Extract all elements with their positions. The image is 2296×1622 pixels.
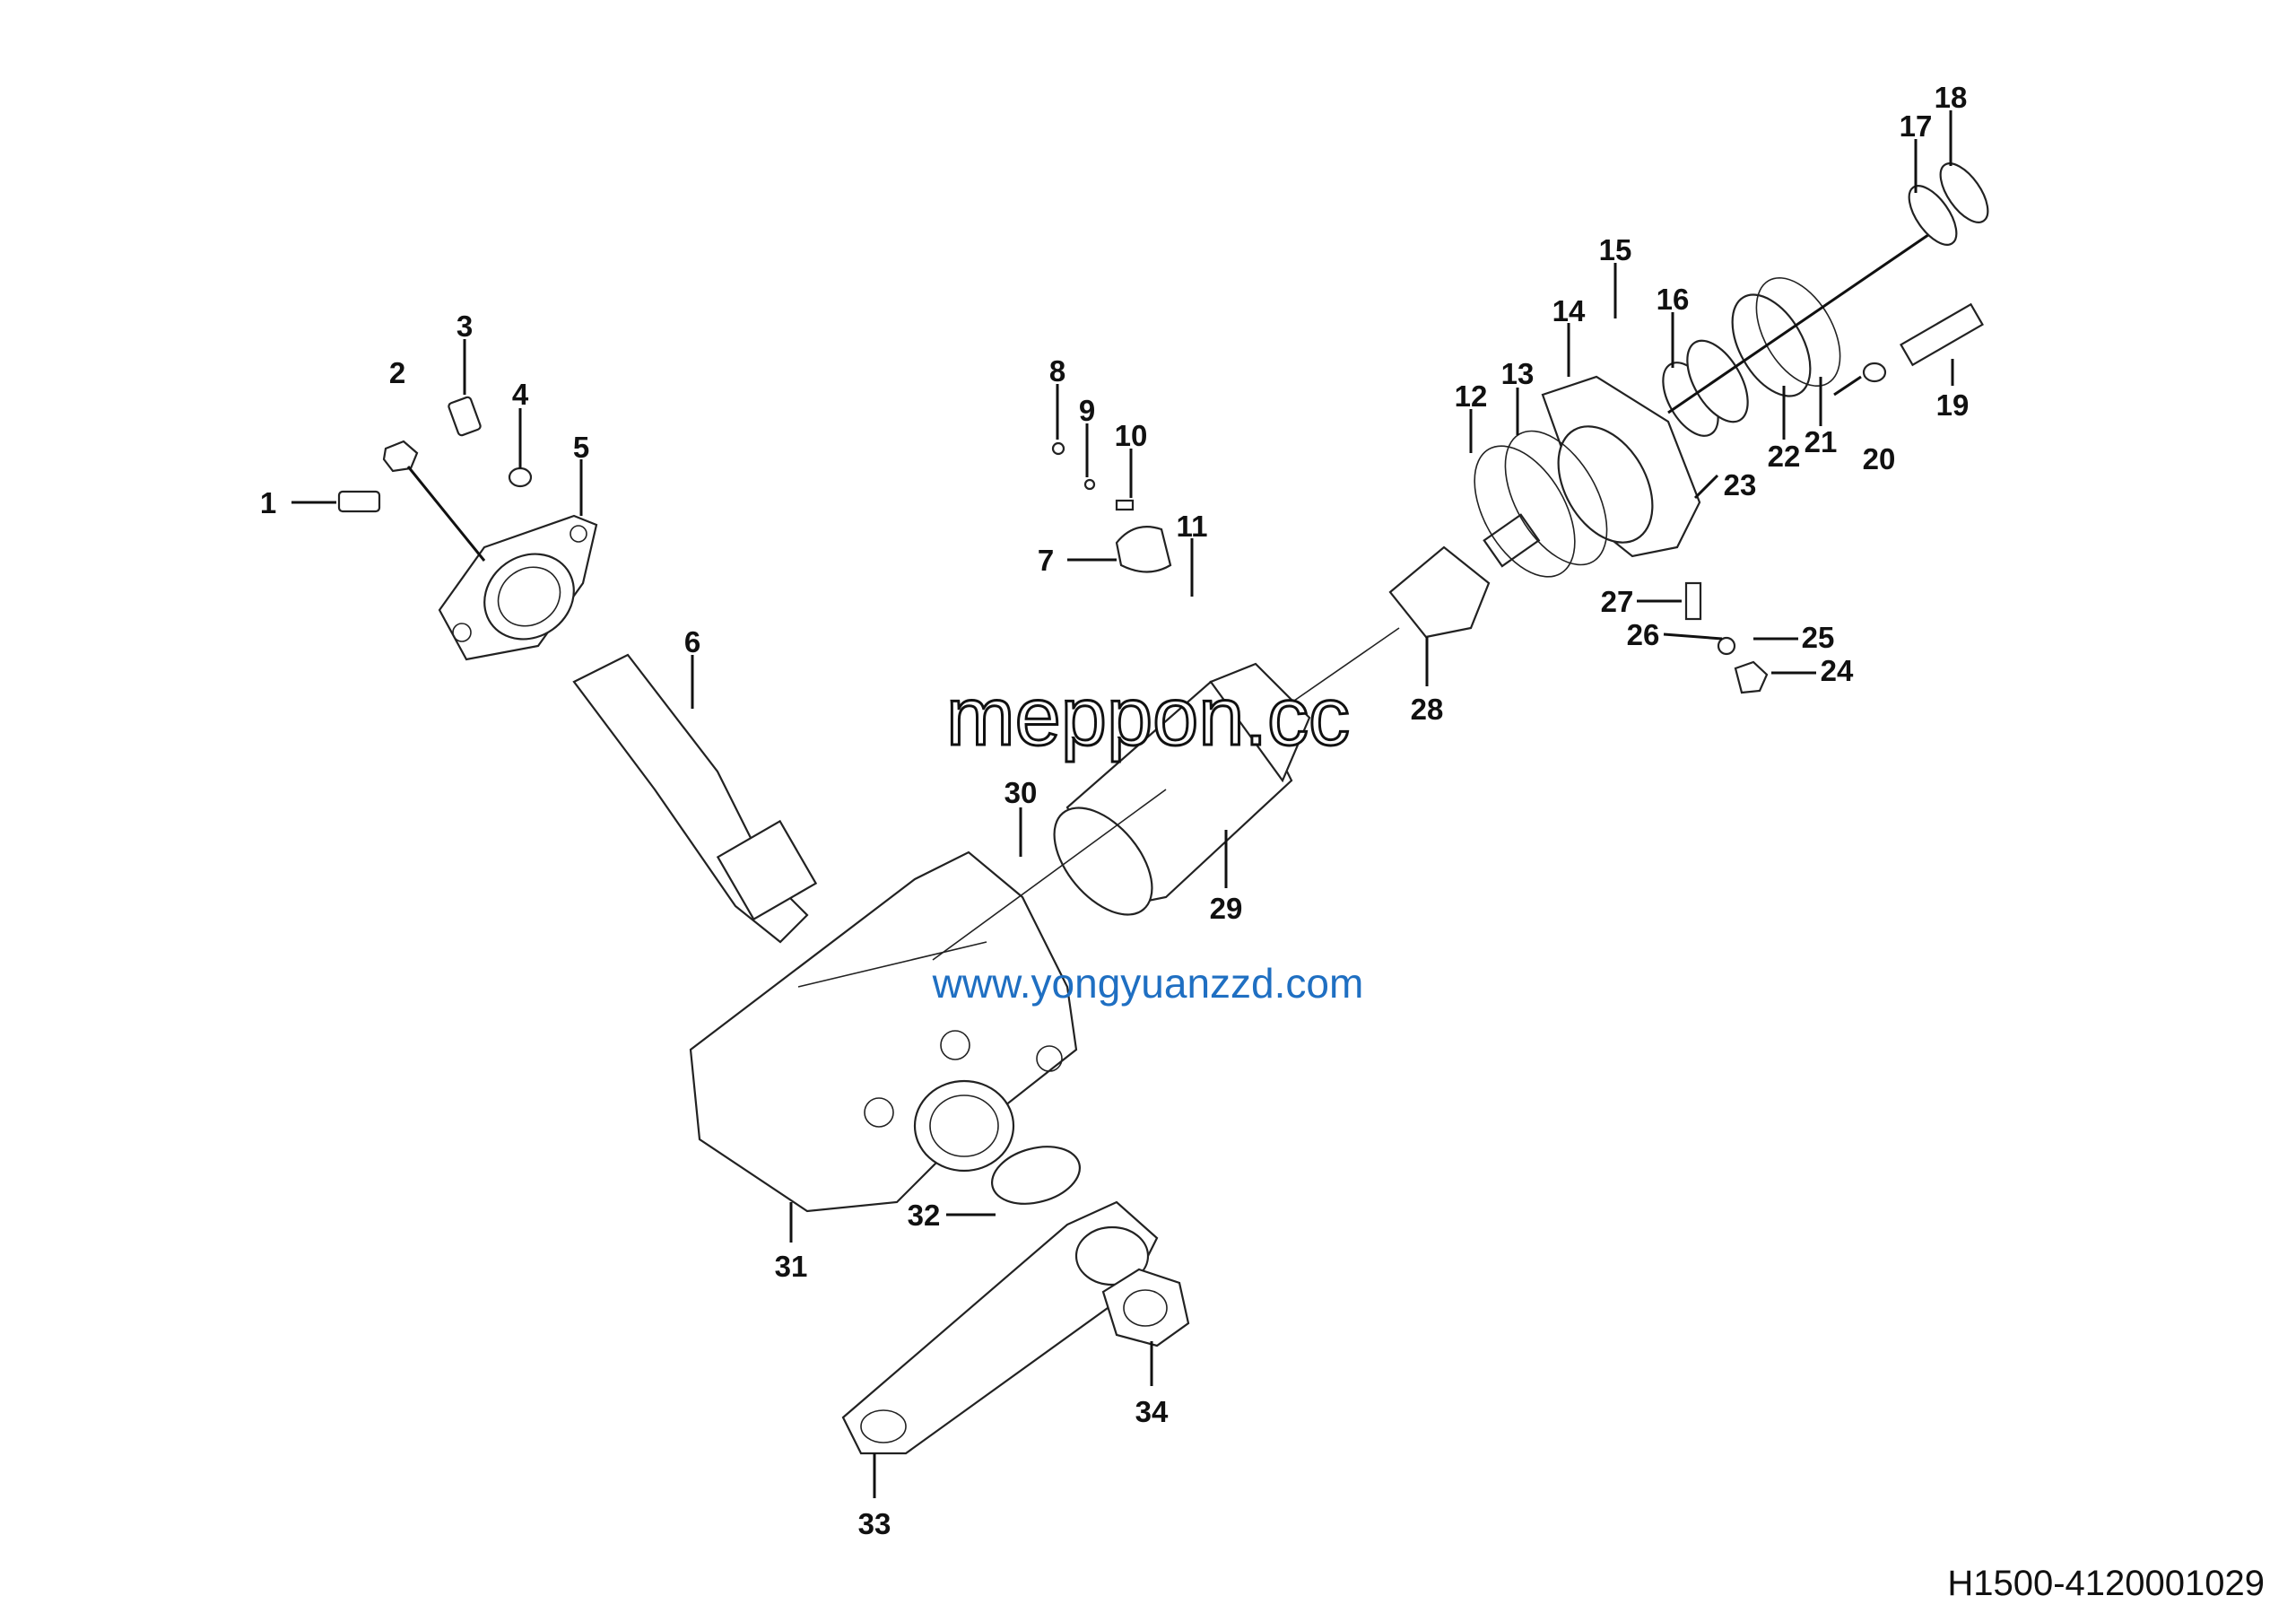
callout-33: 33 (858, 1507, 891, 1540)
seal-ring-32-part (990, 1146, 1082, 1205)
callout-29: 29 (1210, 892, 1243, 925)
bolt-1-part (337, 490, 381, 513)
callout-27: 27 (1601, 585, 1634, 618)
callout-14: 14 (1552, 294, 1586, 327)
plates-17-18-part (1908, 162, 1989, 246)
callout-26: 26 (1627, 618, 1660, 651)
washer-4-part (508, 467, 533, 488)
callout-6: 6 (684, 625, 700, 658)
flange-plate-part (438, 514, 598, 661)
callout-19: 19 (1936, 388, 1970, 422)
leader-lines (291, 110, 1954, 1498)
callout-16: 16 (1657, 283, 1690, 316)
valve-fittings-24-27-part (1684, 581, 1769, 694)
callout-34: 34 (1135, 1395, 1169, 1428)
clip-7-part (1115, 526, 1172, 573)
bolt-3-part (448, 396, 482, 437)
callout-31: 31 (775, 1250, 808, 1283)
callout-2: 2 (389, 356, 405, 389)
callout-10: 10 (1115, 419, 1148, 452)
gear-housing-part (689, 850, 1078, 1213)
callout-3: 3 (457, 310, 473, 343)
callout-21: 21 (1805, 425, 1838, 458)
nut-34-part (1101, 1268, 1190, 1347)
bolt-19-part (1862, 302, 1984, 383)
valve-cover-part (1541, 375, 1701, 558)
callout-24: 24 (1821, 654, 1854, 687)
callout-15: 15 (1599, 233, 1632, 266)
callout-22: 22 (1768, 440, 1801, 473)
valve-spool-part (1282, 513, 1541, 710)
part-code: H1500-4120001029 (1947, 1564, 2265, 1603)
seal-rings-12-13-part (1474, 430, 1608, 578)
callout-32: 32 (908, 1199, 941, 1232)
callout-11: 11 (1177, 510, 1208, 543)
pitman-arm-part (841, 1200, 1159, 1455)
callout-8: 8 (1049, 354, 1065, 388)
piston-cylinder-part (1053, 662, 1311, 916)
callout-30: 30 (1004, 776, 1038, 809)
nut-2-part (382, 440, 419, 473)
callout-18: 18 (1935, 81, 1968, 114)
input-shaft-part (572, 653, 818, 944)
watermark-meppon: meppon.cc (946, 671, 1350, 763)
callout-23: 23 (1724, 468, 1757, 501)
callout-28: 28 (1411, 693, 1444, 726)
callout-20: 20 (1863, 442, 1896, 475)
small-screws-8-10-part (1051, 441, 1135, 511)
callout-25: 25 (1802, 621, 1835, 654)
callout-17: 17 (1900, 109, 1933, 143)
callout-4: 4 (512, 378, 529, 411)
callout-9: 9 (1079, 394, 1095, 427)
callout-12: 12 (1455, 379, 1488, 413)
bearing-rings-16-23-part (1662, 227, 1938, 437)
callout-7: 7 (1038, 544, 1054, 577)
watermark-url: www.yongyuanzzd.com (932, 960, 1364, 1007)
callout-1: 1 (260, 486, 276, 519)
callout-13: 13 (1501, 357, 1535, 390)
callout-5: 5 (573, 431, 589, 464)
